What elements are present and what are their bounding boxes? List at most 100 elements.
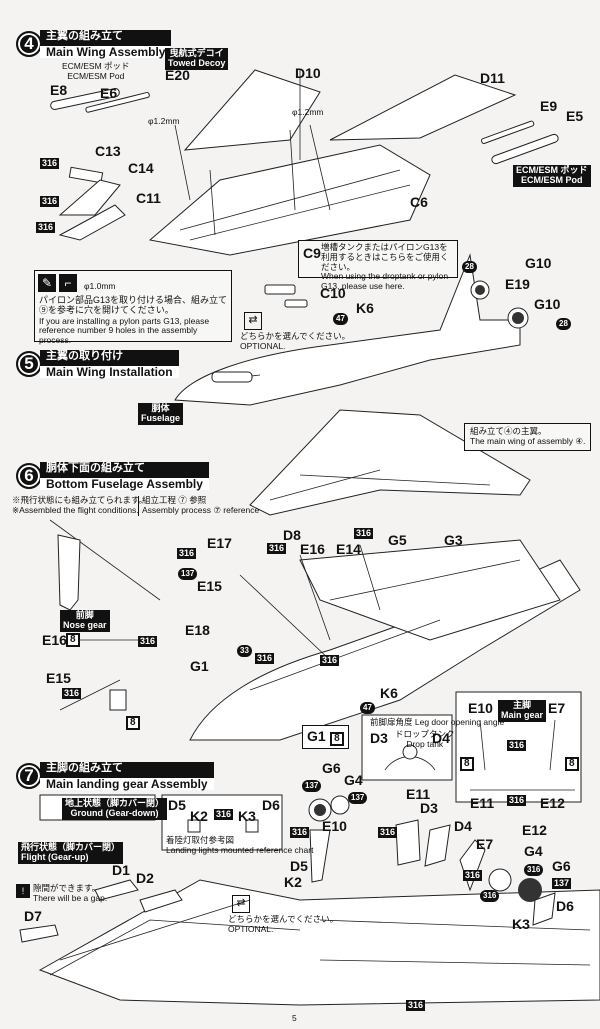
part-d3-angle: D3 bbox=[370, 730, 388, 746]
step-title-en: Bottom Fuselage Assembly bbox=[40, 475, 209, 491]
paint-8: 8 bbox=[330, 732, 344, 746]
part-d8: D8 bbox=[283, 527, 301, 543]
paint-8: 8 bbox=[460, 757, 474, 771]
part-e12: E12 bbox=[522, 822, 547, 838]
part-c11: C11 bbox=[136, 190, 161, 206]
gear-bay bbox=[38, 879, 600, 1006]
part-d6: D6 bbox=[556, 898, 574, 914]
towed-decoy-tag: 曳航式デコイ Towed Decoy bbox=[165, 48, 229, 70]
paint-316: 316 bbox=[177, 548, 197, 559]
paint-8: 8 bbox=[126, 716, 140, 730]
part-k6: K6 bbox=[380, 685, 398, 701]
paint-316: 316 bbox=[463, 870, 483, 881]
part-d5-light: D5 bbox=[168, 797, 186, 813]
paint-316: 316 bbox=[267, 543, 287, 554]
landing-light-note: 着陸灯取付参考図 Landing lights mounted referenc… bbox=[166, 835, 314, 855]
wing-note-box: 組み立て④の主翼。 The main wing of assembly ④. bbox=[464, 423, 592, 451]
paint-47: 47 bbox=[333, 313, 348, 325]
part-g1: G1 bbox=[190, 658, 209, 674]
part-d7: D7 bbox=[24, 908, 42, 924]
paint-28: 28 bbox=[462, 261, 477, 273]
part-e7: E7 bbox=[476, 836, 494, 852]
c9-note-box: 増槽タンクまたはパイロンG13を利用するときはこちらをご使用ください。 When… bbox=[298, 240, 458, 291]
pylon-note-box: ✎ ⌐ φ1.0mm パイロン部品G13を取り付ける場合、組み立て⑨を参考に穴を… bbox=[34, 270, 232, 345]
part-d4-angle: D4 bbox=[432, 730, 450, 746]
paint-316: 316 bbox=[354, 528, 374, 539]
part-e8: E8 bbox=[50, 82, 68, 98]
part-e16: E16 bbox=[300, 541, 325, 557]
step-title-jp: 胴体下面の組み立て bbox=[46, 462, 145, 474]
paint-316: 316 bbox=[507, 795, 527, 806]
part-e15: E15 bbox=[197, 578, 222, 594]
part-e7-mg: E7 bbox=[548, 700, 566, 716]
paint-316: 316 bbox=[507, 740, 527, 751]
part-g4-r: G4 bbox=[524, 843, 543, 859]
part-k2: K2 bbox=[284, 874, 302, 890]
drill-size-1: φ1.2mm bbox=[148, 116, 180, 126]
part-g4: G4 bbox=[344, 772, 363, 788]
part-e10-mg: E10 bbox=[468, 700, 493, 716]
ecm-pod-right-tag: ECM/ESM ポッド ECM/ESM Pod bbox=[513, 165, 591, 187]
ecm-pod-left-label: ECM/ESM ポッド ECM/ESM Pod bbox=[62, 61, 130, 81]
part-e12-mg: E12 bbox=[540, 795, 565, 811]
part-d1: D1 bbox=[112, 862, 130, 878]
paint-316: 316 bbox=[40, 196, 60, 207]
part-c9: C9 bbox=[303, 245, 321, 261]
wing-panel-d10 bbox=[183, 69, 321, 151]
part-e11: E11 bbox=[406, 786, 431, 802]
main-wing-assembled bbox=[249, 409, 531, 516]
part-g6: G6 bbox=[322, 760, 341, 776]
part-c6: C6 bbox=[410, 194, 428, 210]
paint-316: 316 bbox=[40, 158, 60, 169]
paint-8: 8 bbox=[565, 757, 579, 771]
drill-size-2: φ1.2mm bbox=[292, 107, 324, 117]
paint-316: 316 bbox=[320, 655, 340, 666]
paint-316: 316 bbox=[62, 688, 82, 699]
warning-icon: ! bbox=[16, 884, 30, 898]
cut-icon: ⌐ bbox=[59, 274, 77, 292]
g1-detail-box: G1 8 bbox=[302, 725, 349, 749]
step-title-en: Main Wing Assembly bbox=[40, 43, 172, 59]
ecm-pod-right bbox=[491, 133, 559, 165]
optional-note: どちらかを選んでください。 OPTIONAL. bbox=[228, 914, 339, 934]
part-e10: E10 bbox=[322, 818, 347, 834]
paint-28: 28 bbox=[556, 318, 571, 330]
part-e16-detail: E16 bbox=[42, 632, 67, 648]
part-d4: D4 bbox=[454, 818, 472, 834]
paint-316: 137 bbox=[552, 878, 572, 889]
paint-137: 137 bbox=[178, 568, 198, 580]
part-k3: K3 bbox=[512, 916, 530, 932]
flight-gear-tag: 飛行状態（脚カバー閉） Flight (Gear-up) bbox=[18, 842, 124, 864]
part-e11-mg: E11 bbox=[470, 795, 495, 811]
part-k2-light: K2 bbox=[190, 808, 208, 824]
step-title-en: Main landing gear Assembly bbox=[40, 775, 214, 791]
paint-316: 316 bbox=[214, 809, 234, 820]
part-e15-detail: E15 bbox=[46, 670, 71, 686]
flight-condition-note: ※飛行状態にも組み立てられます。 ※Assembled the flight c… bbox=[12, 495, 148, 515]
paint-137: 316 bbox=[524, 864, 544, 876]
paint-137: 137 bbox=[348, 792, 368, 804]
optional-note: どちらかを選んでください。 OPTIONAL. bbox=[240, 331, 351, 351]
wing-panel-d11 bbox=[329, 74, 517, 141]
part-c10: C10 bbox=[320, 285, 346, 301]
part-g10: G10 bbox=[534, 296, 561, 312]
main-gear-tag: 主脚 Main gear bbox=[498, 700, 547, 722]
part-e9: E9 bbox=[540, 98, 558, 114]
part-d2: D2 bbox=[136, 870, 154, 886]
gap-note: ! 隙間ができます。 There will be a gap. bbox=[16, 883, 107, 904]
part-k3-light: K3 bbox=[238, 808, 256, 824]
part-d5: D5 bbox=[290, 858, 308, 874]
part-d3: D3 bbox=[420, 800, 438, 816]
part-k6: K6 bbox=[356, 300, 374, 316]
pylon-drill-size: φ1.0mm bbox=[84, 281, 116, 291]
paint-316: 316 bbox=[406, 1000, 426, 1011]
optional-arrows-icon: ⇄ bbox=[232, 895, 250, 913]
step-title-jp: 主脚の組み立て bbox=[46, 762, 123, 774]
page-number: 5 bbox=[292, 1013, 297, 1023]
step-title-jp: 主翼の組み立て bbox=[46, 30, 123, 42]
paint-137: 137 bbox=[302, 780, 322, 792]
part-c14: C14 bbox=[128, 160, 154, 176]
